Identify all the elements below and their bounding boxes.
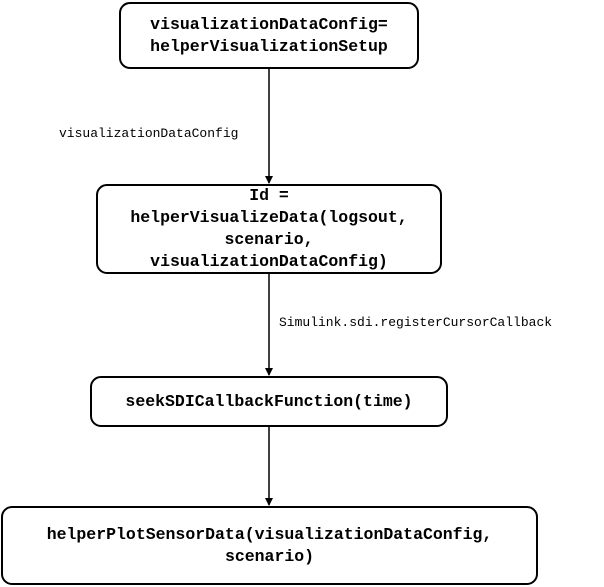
- visualize-node-line-4: visualizationDataConfig): [150, 252, 388, 271]
- plot-node-line-2: scenario): [224, 546, 315, 566]
- visualize-node: Id = helperVisualizeData(logsout, scenar…: [96, 184, 442, 274]
- visualize-node-line-1: Id =: [249, 186, 289, 205]
- visualize-node-line-3: scenario,: [224, 230, 314, 249]
- setup-node: visualizationDataConfig= helperVisualiza…: [119, 2, 419, 69]
- setup-node-line-1: visualizationDataConfig=: [150, 14, 388, 34]
- edge-label-setup-to-visualize: visualizationDataConfig: [59, 126, 239, 141]
- setup-node-line-2: helperVisualizationSetup: [150, 36, 388, 56]
- visualize-node-line-2: helperVisualizeData(logsout,: [130, 208, 408, 227]
- plot-node: helperPlotSensorData(visualizationDataCo…: [1, 506, 538, 585]
- seek-node: seekSDICallbackFunction(time): [90, 376, 448, 427]
- seek-node-line-1: seekSDICallbackFunction(time): [125, 391, 413, 411]
- edge-label-visualize-to-seek: Simulink.sdi.registerCursorCallback: [279, 315, 553, 330]
- plot-node-line-1: helperPlotSensorData(visualizationDataCo…: [46, 524, 493, 544]
